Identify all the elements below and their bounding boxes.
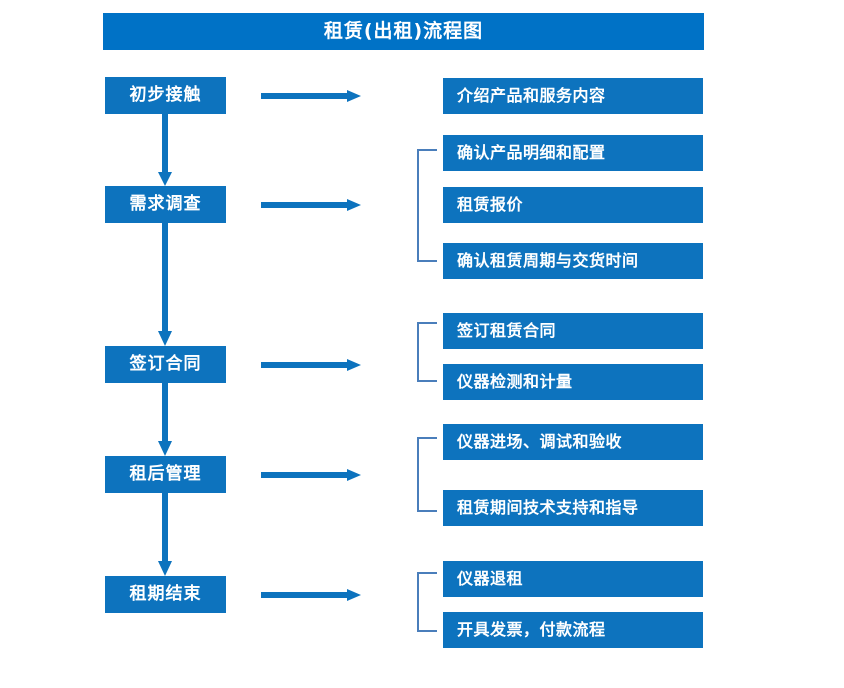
arrow-down-2	[157, 223, 173, 346]
stage-box-1[interactable]: 初步接触	[105, 77, 226, 114]
stage-label: 初步接触	[129, 85, 202, 105]
bracket-top-stub	[417, 572, 437, 574]
detail-label: 仪器退租	[457, 569, 524, 588]
bracket-group-5	[417, 572, 441, 632]
bracket-group-3	[417, 322, 441, 382]
arrow-down-icon	[158, 223, 172, 346]
bracket-bottom-stub	[417, 630, 437, 632]
bracket-bottom-stub	[417, 380, 437, 382]
arrow-down-4	[157, 493, 173, 576]
bracket-bottom-stub	[417, 510, 437, 512]
detail-box-10[interactable]: 开具发票，付款流程	[443, 612, 703, 648]
bracket-group-4	[417, 437, 441, 512]
flowchart-title-bar: 租赁(出租)流程图	[103, 13, 704, 50]
detail-label: 签订租赁合同	[457, 321, 557, 340]
bracket-vertical-line	[417, 437, 419, 512]
stage-label: 签订合同	[129, 354, 202, 374]
arrow-right-icon	[261, 90, 361, 102]
detail-label: 租赁期间技术支持和指导	[457, 498, 639, 517]
bracket-bottom-stub	[417, 260, 437, 262]
detail-label: 确认租赁周期与交货时间	[457, 251, 639, 270]
bracket-top-stub	[417, 437, 437, 439]
detail-box-4[interactable]: 确认租赁周期与交货时间	[443, 243, 703, 279]
detail-box-2[interactable]: 确认产品明细和配置	[443, 135, 703, 171]
stage-label: 租期结束	[129, 584, 202, 604]
detail-box-1[interactable]: 介绍产品和服务内容	[443, 78, 703, 114]
arrow-down-icon	[158, 383, 172, 456]
detail-box-5[interactable]: 签订租赁合同	[443, 313, 703, 349]
bracket-top-stub	[417, 322, 437, 324]
arrow-right-2	[261, 197, 361, 213]
detail-box-8[interactable]: 租赁期间技术支持和指导	[443, 490, 703, 526]
detail-label: 租赁报价	[457, 195, 524, 214]
bracket-vertical-line	[417, 149, 419, 262]
stage-box-4[interactable]: 租后管理	[105, 456, 226, 493]
arrow-down-3	[157, 383, 173, 456]
arrow-right-5	[261, 587, 361, 603]
detail-box-3[interactable]: 租赁报价	[443, 187, 703, 223]
stage-box-2[interactable]: 需求调查	[105, 186, 226, 223]
arrow-down-icon	[158, 114, 172, 186]
arrow-right-3	[261, 357, 361, 373]
detail-label: 仪器进场、调试和验收	[457, 432, 623, 451]
detail-label: 确认产品明细和配置	[457, 143, 606, 162]
detail-label: 介绍产品和服务内容	[457, 86, 606, 105]
bracket-top-stub	[417, 149, 437, 151]
page-title: 租赁(出租)流程图	[323, 20, 484, 42]
stage-label: 租后管理	[129, 464, 202, 484]
arrow-right-icon	[261, 589, 361, 601]
bracket-vertical-line	[417, 572, 419, 632]
detail-box-7[interactable]: 仪器进场、调试和验收	[443, 424, 703, 460]
stage-box-5[interactable]: 租期结束	[105, 576, 226, 613]
arrow-down-icon	[158, 493, 172, 576]
stage-label: 需求调查	[129, 194, 202, 214]
detail-label: 开具发票，付款流程	[457, 620, 606, 639]
arrow-right-icon	[261, 469, 361, 481]
arrow-right-1	[261, 88, 361, 104]
bracket-vertical-line	[417, 322, 419, 382]
arrow-right-icon	[261, 359, 361, 371]
arrow-right-icon	[261, 199, 361, 211]
bracket-group-2	[417, 149, 441, 262]
detail-box-9[interactable]: 仪器退租	[443, 561, 703, 597]
arrow-down-1	[157, 114, 173, 186]
stage-box-3[interactable]: 签订合同	[105, 346, 226, 383]
detail-label: 仪器检测和计量	[457, 372, 573, 391]
detail-box-6[interactable]: 仪器检测和计量	[443, 364, 703, 400]
arrow-right-4	[261, 467, 361, 483]
